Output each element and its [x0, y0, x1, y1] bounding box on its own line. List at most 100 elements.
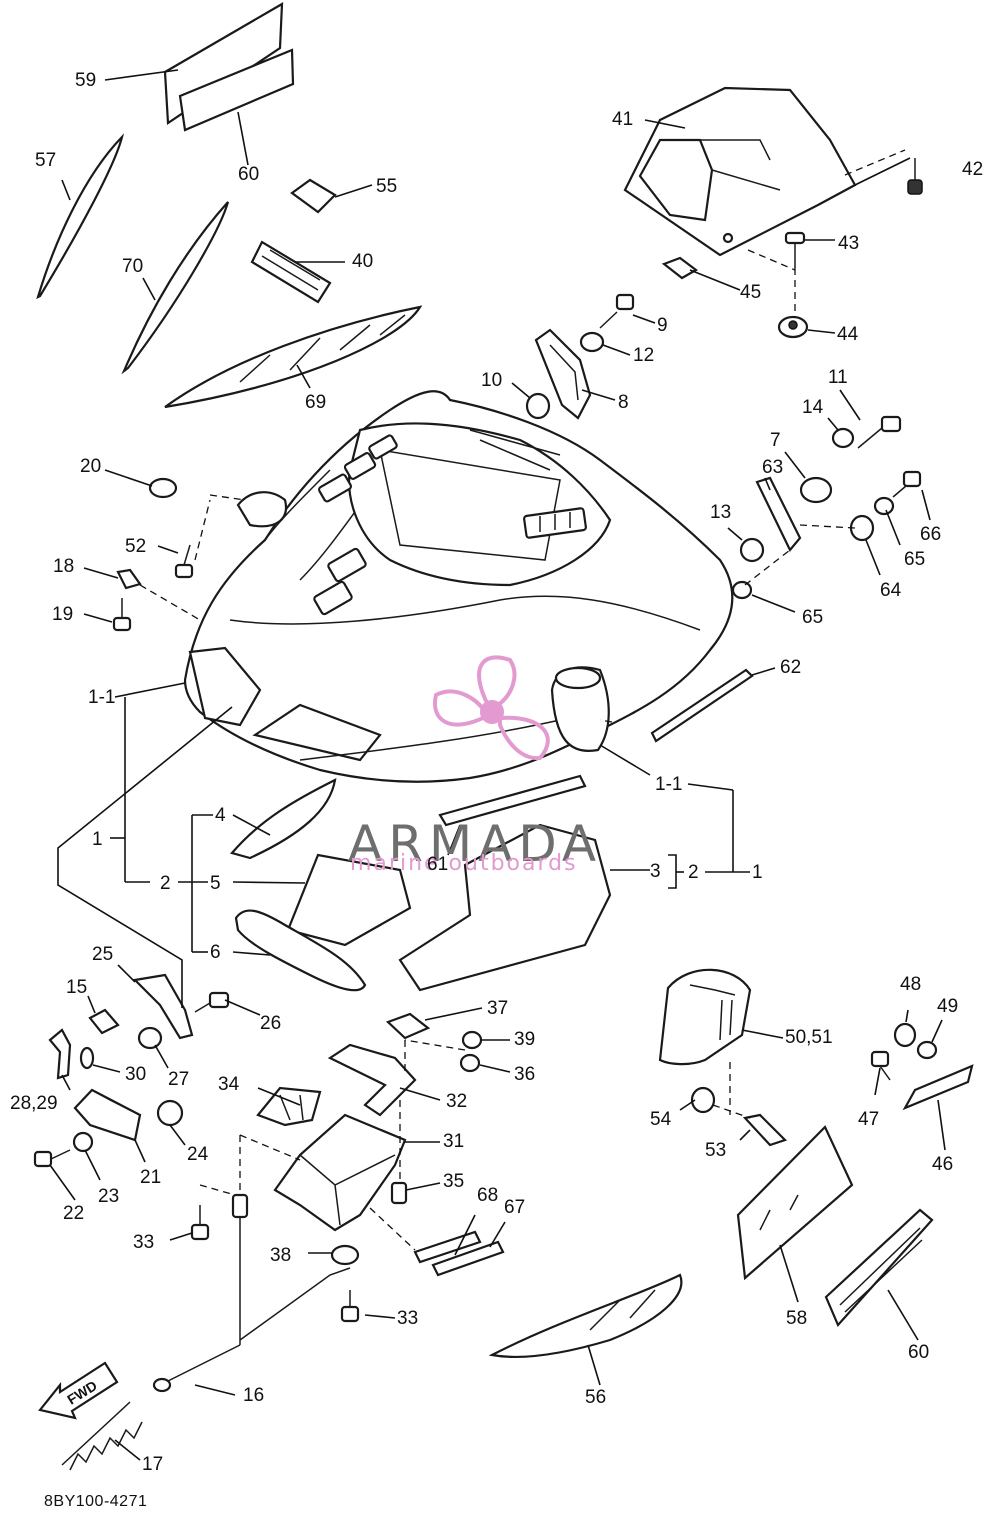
part-label-l18: 18: [53, 556, 75, 577]
grommet-54: [690, 1086, 716, 1114]
panel-5: [286, 853, 412, 947]
part-label-l70: 70: [122, 256, 144, 277]
part-label-l11: 11: [828, 367, 848, 388]
part-label-l57: 57: [35, 150, 57, 171]
screw-33-lower: [340, 1290, 360, 1323]
cable-16: [152, 1193, 351, 1393]
part-label-l1-1a: 1-1: [88, 687, 116, 708]
screw-33-upper: [190, 1205, 210, 1241]
washer-65-upper: [873, 496, 895, 516]
part-label-l1-1b: 1-1: [655, 774, 683, 795]
part-label-l54: 54: [650, 1109, 672, 1130]
headlight-lens: [550, 666, 610, 752]
strip-61: [438, 774, 587, 827]
bolt-66: [892, 470, 922, 498]
part-label-l1b: 1: [752, 862, 763, 883]
part-label-l43: 43: [838, 233, 860, 254]
spacer-27: [137, 1026, 163, 1050]
bolt-42: [907, 158, 923, 195]
seal-55: [290, 178, 337, 214]
bracket-46: [902, 1064, 974, 1111]
part-label-l3: 3: [650, 861, 661, 882]
part-label-l5: 5: [210, 873, 221, 894]
pad-37: [385, 1012, 431, 1040]
part-label-l52: 52: [125, 536, 147, 557]
part-label-l8: 8: [618, 392, 629, 413]
pin-30: [79, 1046, 95, 1070]
part-label-l37: 37: [487, 998, 509, 1019]
washer-14: [831, 427, 855, 449]
bracket-8: [534, 328, 592, 420]
clip-38: [330, 1244, 360, 1266]
washer-23: [72, 1131, 94, 1153]
headlight-housing-41: [623, 86, 857, 257]
part-label-l24: 24: [187, 1144, 209, 1165]
part-label-l9: 9: [657, 315, 668, 336]
part-label-l60b: 60: [908, 1342, 930, 1363]
watermark-tagline: marine outboards: [350, 851, 578, 876]
part-label-l6: 6: [210, 942, 221, 963]
decal-69: [164, 305, 423, 409]
part-label-l47: 47: [858, 1109, 880, 1130]
part-label-l56: 56: [585, 1387, 607, 1408]
part-label-l39: 39: [514, 1029, 536, 1050]
part-label-l28: 28,29: [10, 1093, 58, 1114]
part-label-l53: 53: [705, 1140, 727, 1161]
panel-3: [398, 823, 612, 992]
part-label-l17: 17: [142, 1454, 164, 1475]
leader-lines: [49, 69, 946, 1461]
bushing-24: [156, 1099, 184, 1127]
decal-60-top: [178, 48, 295, 132]
bolt-11: [857, 415, 902, 449]
clip-18: [116, 568, 142, 590]
nut-48: [893, 1022, 917, 1048]
part-label-l55: 55: [376, 176, 398, 197]
cap-7: [799, 476, 833, 504]
washer-36: [459, 1053, 481, 1073]
emblem-60-lower: [824, 1208, 934, 1328]
part-label-l60a: 60: [238, 164, 260, 185]
part-label-l41: 41: [612, 109, 634, 130]
part-label-l64: 64: [880, 580, 902, 601]
bracket-32: [327, 1043, 417, 1117]
part-label-l15: 15: [66, 977, 88, 998]
clip-45: [661, 256, 698, 280]
fastener-53: [742, 1113, 788, 1147]
spring-17: [61, 1401, 143, 1471]
part-label-l44: 44: [837, 324, 859, 345]
part-label-l32: 32: [446, 1091, 468, 1112]
strip-62: [650, 668, 754, 743]
housing-21: [73, 1088, 142, 1142]
part-label-l10: 10: [481, 370, 503, 391]
part-label-l33a: 33: [133, 1232, 155, 1253]
part-label-l40: 40: [352, 251, 374, 272]
part-label-l22: 22: [63, 1203, 85, 1224]
clip-20: [148, 477, 178, 499]
part-label-l16: 16: [243, 1385, 265, 1406]
bolt-47: [870, 1050, 891, 1081]
part-label-l7: 7: [770, 430, 781, 451]
strip-68-67: [413, 1230, 505, 1277]
part-label-l27: 27: [168, 1069, 190, 1090]
armada-propeller-logo: [432, 655, 550, 761]
part-label-l65a: 65: [904, 549, 926, 570]
part-label-l49: 49: [937, 996, 959, 1017]
bolt-35: [390, 1181, 408, 1205]
part-label-l66: 66: [920, 524, 942, 545]
bracket-31: [273, 1113, 407, 1232]
grommet-10: [525, 392, 551, 420]
bracket-25: [132, 973, 194, 1040]
part-label-l59: 59: [75, 70, 97, 91]
part-label-l25: 25: [92, 944, 114, 965]
panel-4: [230, 778, 337, 860]
part-label-l33b: 33: [397, 1308, 419, 1329]
clip-28-29: [48, 1028, 72, 1080]
part-label-l1a: 1: [92, 829, 103, 850]
washer-12: [579, 331, 605, 353]
part-label-l35: 35: [443, 1171, 465, 1192]
part-label-l31: 31: [443, 1131, 465, 1152]
part-label-l61: 61: [427, 854, 449, 875]
bolt-9: [599, 293, 635, 329]
part-label-l50: 50,51: [785, 1027, 833, 1048]
